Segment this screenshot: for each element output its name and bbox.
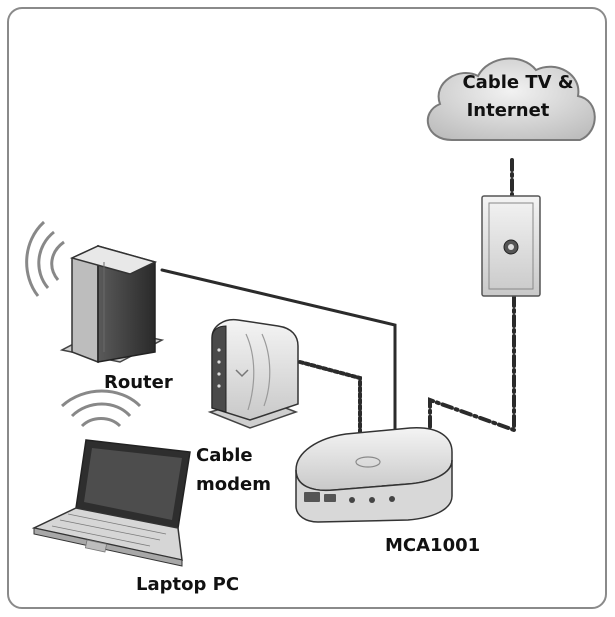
cables [160, 158, 516, 442]
cloud-icon [426, 57, 596, 141]
router-icon [59, 244, 165, 364]
laptop-label: Laptop PC [136, 574, 239, 595]
router-label: Router [104, 372, 173, 393]
cloud-label-line2: Internet [467, 100, 550, 121]
laptop-icon [31, 439, 191, 567]
coax-outlet-to-mca [428, 294, 516, 442]
laptop-wifi-waves-icon [60, 389, 142, 428]
wifi-waves-icon [25, 220, 65, 297]
modem-icon [207, 318, 299, 429]
ethernet-router-to-mca [160, 268, 397, 442]
cloud-label-line1: Cable TV & [462, 72, 573, 93]
mca-box-icon [295, 427, 453, 523]
modem-label-line1: Cable [196, 445, 253, 466]
mca-label: MCA1001 [385, 535, 480, 556]
wall-outlet-icon [481, 195, 541, 297]
modem-label-line2: modem [196, 474, 271, 495]
link-modem-to-mca [298, 360, 362, 442]
